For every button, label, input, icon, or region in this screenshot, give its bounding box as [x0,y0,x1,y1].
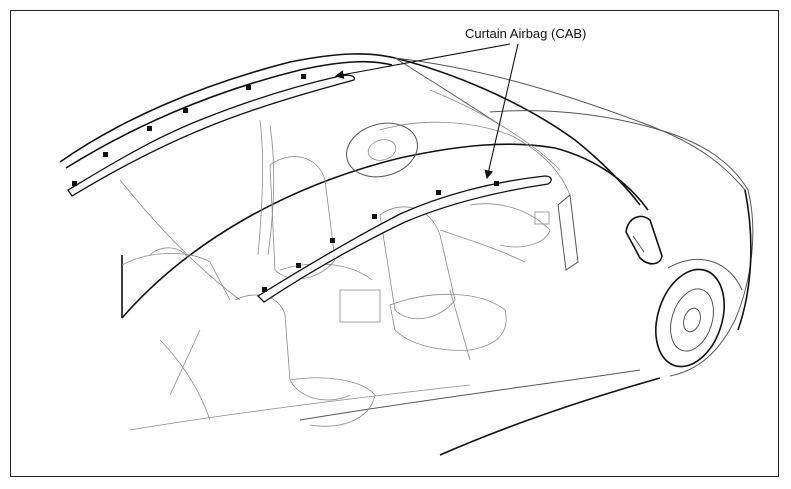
side-mirror [625,215,663,265]
front-seats [269,156,507,351]
rear-seat [121,119,376,427]
dashboard [346,121,571,263]
door-lines [119,179,471,421]
figure-frame [10,10,779,477]
front-wheel [655,259,743,368]
curtain-airbag-far [67,74,356,197]
curtain-airbag-near [256,175,552,303]
body-outline [121,110,754,456]
roof-outline [59,53,746,206]
callout-arrows [334,43,519,180]
callout-label-curtain-airbag: Curtain Airbag (CAB) [465,26,587,41]
windshield [394,57,579,271]
